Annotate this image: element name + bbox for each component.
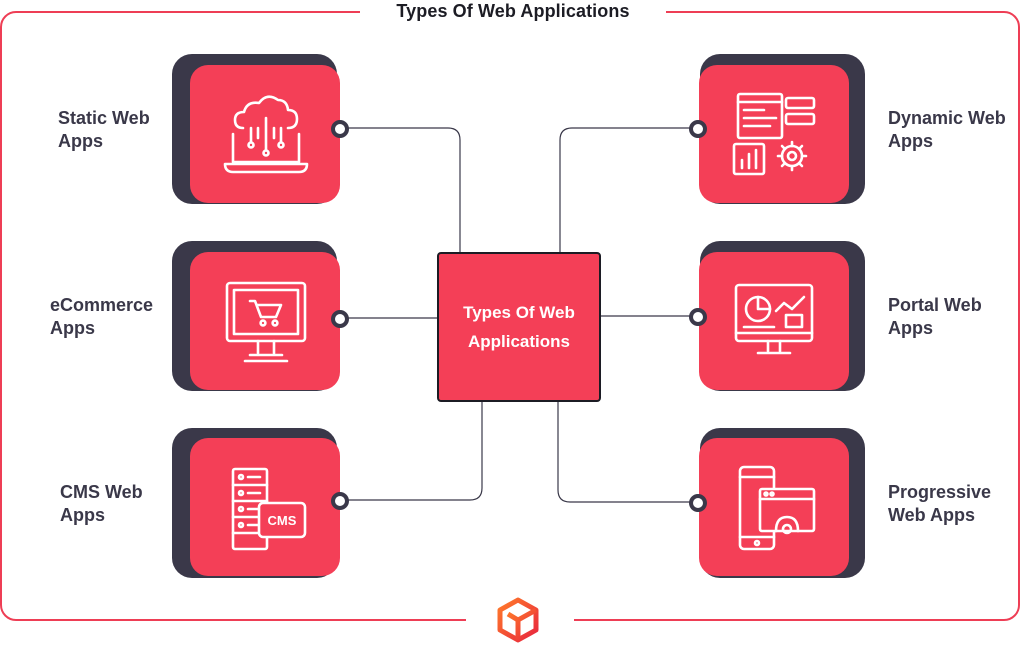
shopping-cart-monitor-icon — [225, 281, 307, 363]
static-web-apps-card — [190, 65, 340, 203]
connector-progressive — [557, 402, 693, 503]
central-node-label: Types Of Web Applications — [463, 303, 575, 351]
connector-dot — [689, 308, 707, 326]
dynamic-web-apps-card — [699, 65, 849, 203]
progressive-web-apps-card — [699, 438, 849, 576]
node-label-static: Static Web Apps — [58, 108, 150, 151]
cloud-laptop-icon — [223, 95, 309, 174]
analytics-monitor-icon — [734, 283, 814, 355]
cms-server-icon: CMS — [231, 467, 307, 551]
connector-dot — [331, 120, 349, 138]
svg-text:CMS: CMS — [268, 513, 297, 528]
cube-logo-icon — [497, 597, 539, 643]
connector-dot — [689, 120, 707, 138]
mobile-browser-gear-icon — [738, 465, 816, 551]
central-node: Types Of Web Applications — [437, 252, 601, 402]
title-background — [360, 0, 666, 26]
portal-web-apps-card — [699, 252, 849, 390]
connector-dynamic — [559, 127, 693, 252]
connector-dot — [331, 492, 349, 510]
connector-static — [348, 127, 461, 252]
ecommerce-apps-card — [190, 252, 340, 390]
dashboard-gear-icon — [732, 92, 816, 176]
cms-web-apps-card: CMS — [190, 438, 340, 576]
page-title: Types Of Web Applications — [396, 1, 630, 21]
node-label-ecommerce: eCommerce Apps — [50, 295, 154, 338]
node-label-dynamic: Dynamic Web Apps — [888, 108, 1006, 151]
connector-dot — [331, 310, 349, 328]
node-label-cms: CMS Web Apps — [60, 482, 143, 525]
node-label-portal: Portal Web Apps — [888, 295, 982, 338]
connector-cms — [348, 402, 483, 501]
node-label-progressive: Progressive Web Apps — [888, 482, 992, 525]
connector-dot — [689, 494, 707, 512]
